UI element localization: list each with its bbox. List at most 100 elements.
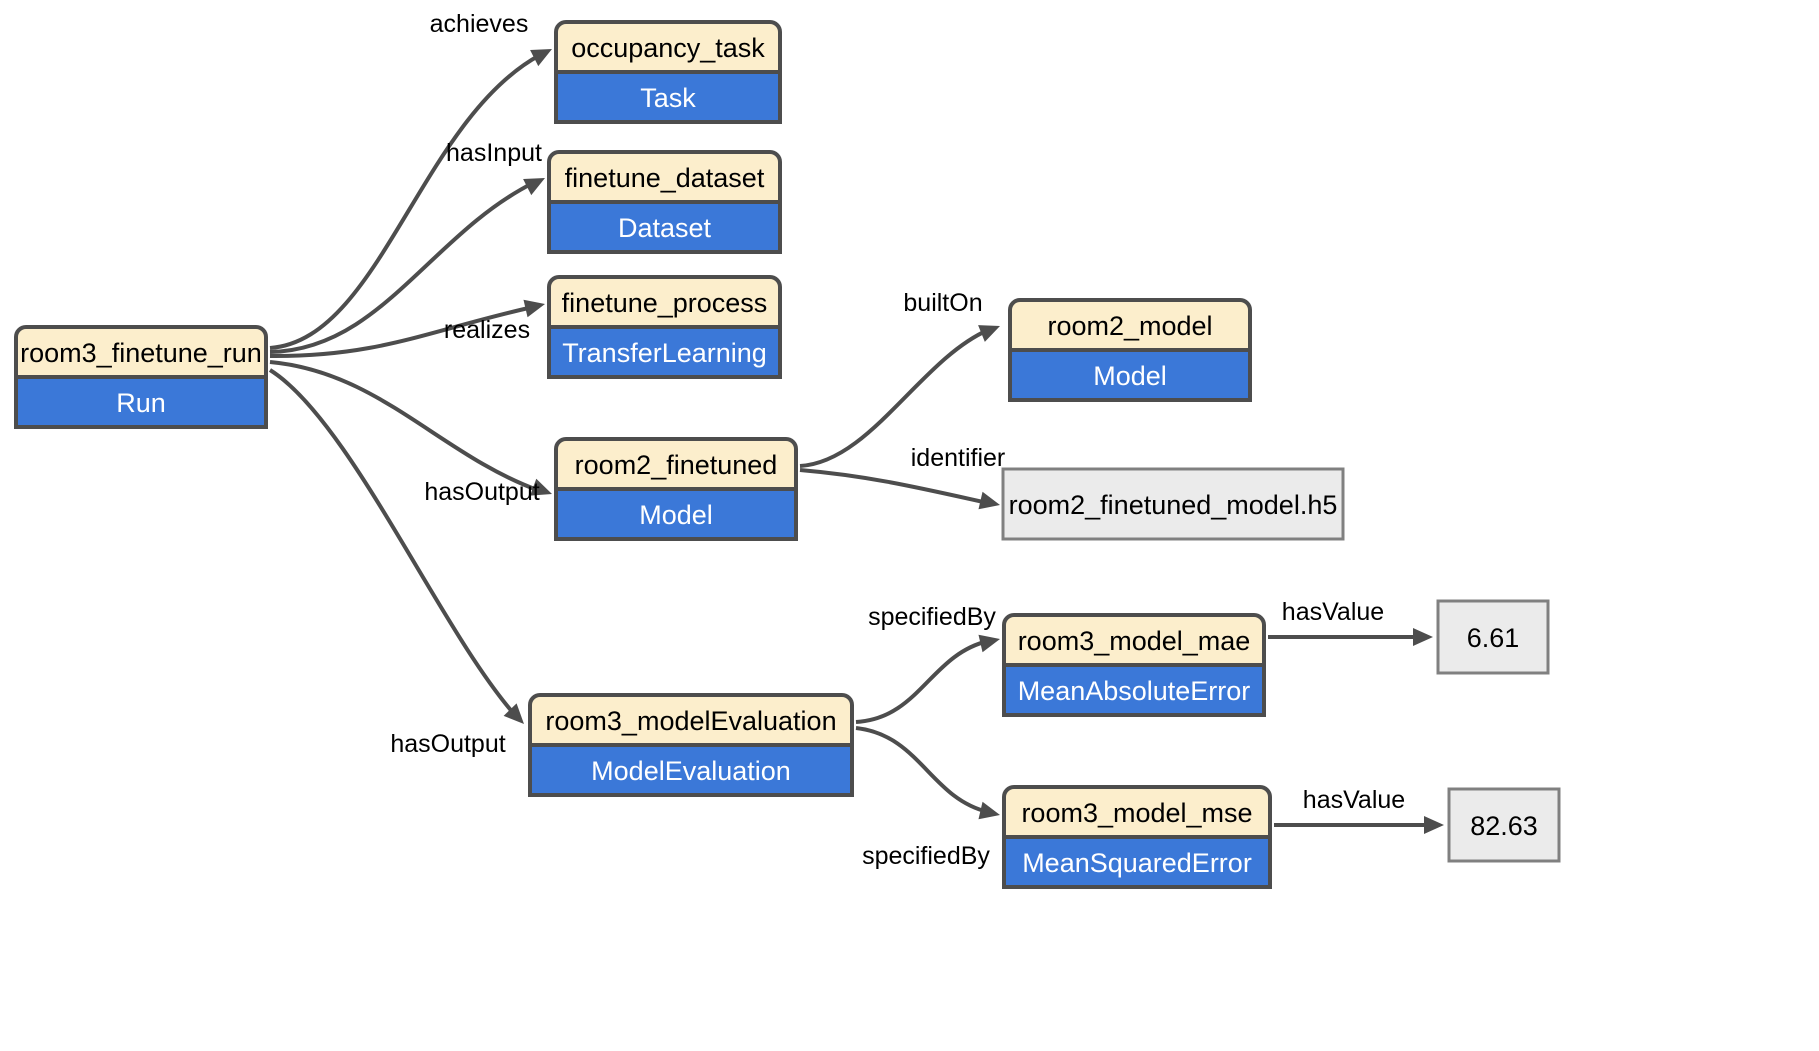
node-name-background — [556, 439, 796, 489]
edge-e-hasOutput-eval — [268, 368, 524, 724]
edge-e-builtOn — [799, 325, 1000, 468]
edge-e-realizes — [269, 299, 545, 359]
literal-box-background — [1001, 467, 1345, 541]
node-name-label: room3_model_mse — [1021, 798, 1252, 828]
edge-e-hasInput — [269, 178, 545, 354]
node-name-label: room3_model_mae — [1018, 626, 1251, 656]
edges-layer — [268, 49, 1444, 834]
node-name-label: finetune_process — [562, 288, 768, 318]
literal-mae_value: 6.61 — [1436, 599, 1550, 675]
node-type-background — [1004, 665, 1264, 715]
node-type-background — [549, 327, 780, 377]
node-name-background — [1004, 787, 1270, 837]
arrowhead-icon — [523, 299, 545, 318]
node-name-background — [1010, 300, 1250, 350]
edge-line — [268, 368, 517, 717]
node-name-label: room2_model — [1047, 311, 1212, 341]
edge-e-hasOutput-model — [269, 360, 552, 496]
node-type-label: TransferLearning — [562, 338, 767, 368]
literal-room2_finetuned_model_h5: room2_finetuned_model.h5 — [1001, 467, 1345, 541]
node-type-background — [1010, 350, 1250, 400]
node-border — [14, 325, 268, 429]
edge-label-e-hasInput: hasInput — [446, 139, 542, 167]
node-border — [1002, 613, 1266, 717]
literal-box-background — [1436, 599, 1550, 675]
node-name-label: finetune_dataset — [565, 163, 765, 193]
node-name-background — [549, 152, 780, 202]
node-type-label: MeanSquaredError — [1022, 848, 1252, 878]
arrowhead-icon — [978, 801, 1000, 820]
edge-line — [269, 305, 534, 359]
edge-label-e-realizes: realizes — [444, 316, 530, 344]
node-type-background — [530, 745, 852, 795]
node-name-label: room3_modelEvaluation — [545, 706, 836, 736]
node-type-label: Task — [640, 83, 696, 113]
literal-value-label: 82.63 — [1470, 811, 1538, 841]
node-type-label: Model — [1093, 361, 1167, 391]
node-type-background — [549, 202, 780, 252]
node-type-background — [1004, 837, 1270, 887]
node-type-label: ModelEvaluation — [591, 756, 791, 786]
edge-e-specifiedBy-mse — [855, 726, 1000, 820]
node-border — [554, 437, 798, 541]
node-name-background — [549, 277, 780, 327]
edge-line — [855, 639, 989, 724]
edge-label-e-identifier: identifier — [911, 444, 1006, 472]
edge-label-e-achieves: achieves — [430, 10, 529, 38]
literal-box-background — [1447, 787, 1561, 863]
arrowhead-icon — [978, 325, 1000, 342]
edge-label-e-hasOutput-model: hasOutput — [424, 478, 539, 506]
node-type-label: Run — [116, 388, 166, 418]
node-type-background — [556, 72, 780, 122]
node-name-label: room2_finetuned — [575, 450, 778, 480]
edge-label-e-builtOn: builtOn — [903, 289, 982, 317]
node-border — [547, 275, 782, 379]
edge-label-e-hasOutput-eval: hasOutput — [390, 730, 505, 758]
edge-e-hasValue-mse — [1274, 816, 1444, 834]
edge-e-hasValue-mae — [1268, 628, 1433, 646]
node-name-background — [16, 327, 266, 377]
node-type-label: Model — [639, 500, 713, 530]
arrowhead-icon — [978, 491, 1000, 510]
edge-label-e-hasValue-mse: hasValue — [1303, 786, 1405, 814]
node-border — [1008, 298, 1252, 402]
arrowhead-icon — [503, 703, 524, 724]
literal-mse_value: 82.63 — [1447, 787, 1561, 863]
edge-e-identifier — [799, 468, 1000, 510]
literal-value-label: room2_finetuned_model.h5 — [1009, 490, 1338, 520]
node-type-label: Dataset — [618, 213, 712, 243]
arrowhead-icon — [1413, 628, 1433, 646]
edge-label-e-specifiedBy-mae: specifiedBy — [868, 603, 996, 631]
node-border — [554, 20, 782, 124]
arrowhead-icon — [523, 178, 545, 196]
edge-line — [799, 328, 989, 468]
edge-e-achieves — [269, 49, 552, 350]
node-name-label: room3_finetune_run — [20, 338, 262, 368]
node-border — [1002, 785, 1272, 889]
node-name-background — [1004, 615, 1264, 665]
node-name-background — [530, 695, 852, 745]
node-border — [528, 693, 854, 797]
arrowhead-icon — [530, 49, 552, 67]
arrowhead-icon — [530, 478, 552, 496]
edge-label-e-specifiedBy-mse: specifiedBy — [862, 842, 990, 870]
node-type-background — [16, 377, 266, 427]
literals-layer: room2_finetuned_model.h5 6.61 82.63 — [1001, 467, 1561, 863]
edge-line — [269, 181, 534, 354]
node-border — [547, 150, 782, 254]
edge-line — [799, 468, 989, 505]
edge-line — [855, 726, 989, 814]
edge-line — [269, 53, 541, 350]
edge-labels-layer: achieves hasInput realizes hasOutput hasOutp… — [390, 10, 1405, 870]
